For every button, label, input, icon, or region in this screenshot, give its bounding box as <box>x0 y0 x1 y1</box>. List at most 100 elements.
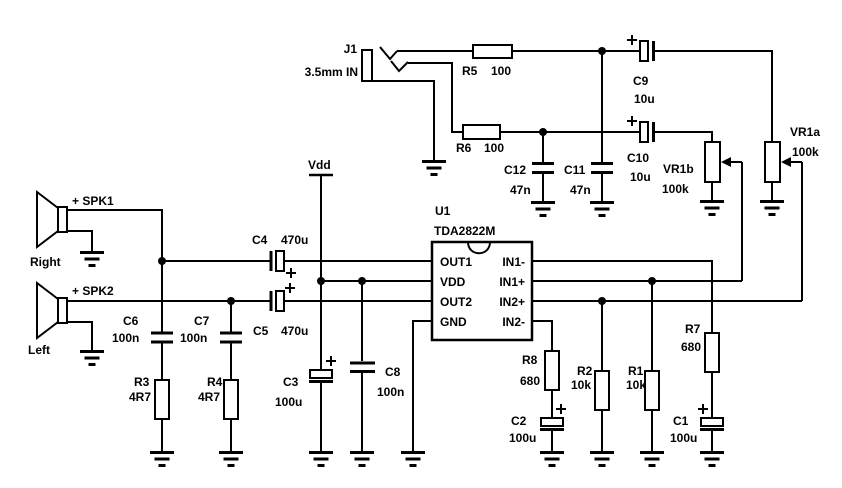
speaker-cone <box>36 189 59 250</box>
resistor-r7: R7 680 <box>681 322 720 373</box>
c3-value-label: 100u <box>275 395 302 409</box>
r3-value-label: 4R7 <box>129 390 151 404</box>
junction-dots <box>158 47 656 305</box>
jack-ref-label: J1 <box>344 42 358 56</box>
pot-wiper-arrow <box>781 157 791 167</box>
resistor-body <box>704 332 720 373</box>
vr1a-ref-label: VR1a <box>790 125 820 139</box>
polarity-plus-icon <box>627 116 637 126</box>
wire-in1-minus <box>532 260 713 451</box>
junction-dot <box>358 277 366 285</box>
capacitor-c1: C1 100u <box>670 404 724 445</box>
ground-symbol <box>420 160 448 176</box>
c11-ref-label: C11 <box>564 163 586 177</box>
resistor-body <box>154 379 170 420</box>
junction-dot <box>598 47 606 55</box>
capacitor-c3: C3 100u <box>275 356 336 409</box>
c4-value-label: 470u <box>281 233 308 247</box>
c9-ref-label: C9 <box>633 74 649 88</box>
vdd-flag: Vdd <box>308 158 333 177</box>
ground-symbol <box>529 201 557 217</box>
ground-symbol <box>638 451 666 467</box>
wire-jack-sleeve <box>362 80 435 160</box>
jack-j1: J1 3.5mm IN <box>305 42 409 82</box>
speaker-left: + SPK2 Left <box>28 280 114 357</box>
ic-pin-out2: OUT2 <box>440 295 472 309</box>
cap-plus-plate <box>309 369 333 379</box>
r4-ref-label: R4 <box>207 375 223 389</box>
c3-ref-label: C3 <box>283 375 299 389</box>
resistor-r8: R8 680 <box>520 350 560 391</box>
jack-body <box>361 49 373 82</box>
c5-value-label: 470u <box>281 324 308 338</box>
resistor-body <box>544 350 560 391</box>
capacitor-c12: C12 47n <box>504 162 554 197</box>
wire-vr1a-wiper <box>791 161 803 301</box>
polarity-plus-icon <box>286 268 296 278</box>
ground-symbol <box>348 451 376 467</box>
capacitor-c11: C11 47n <box>564 162 613 197</box>
capacitor-c9: C9 10u <box>627 35 655 106</box>
resistor-body <box>594 370 610 411</box>
r6-value-label: 100 <box>484 141 504 155</box>
vr1b-ref-label: VR1b <box>663 162 694 176</box>
resistor-r4: R4 4R7 <box>198 375 239 420</box>
r3-ref-label: R3 <box>134 375 150 389</box>
junction-dot <box>158 257 166 265</box>
wire-in1-plus <box>532 280 742 451</box>
pot-body <box>764 141 781 183</box>
polarity-plus-icon <box>627 35 637 45</box>
wire-gnd-pin <box>412 320 432 451</box>
wire-vr1b-wiper <box>731 161 743 281</box>
r7-ref-label: R7 <box>685 322 701 336</box>
r1-ref-label: R1 <box>628 364 644 378</box>
capacitor-c5: C5 470u <box>253 283 308 338</box>
r6-ref-label: R6 <box>456 141 472 155</box>
ic-notch <box>467 241 491 255</box>
capacitor-c6: C6 100n <box>112 314 173 345</box>
c12-ref-label: C12 <box>504 163 526 177</box>
c8-ref-label: C8 <box>385 365 401 379</box>
ground-symbol <box>217 451 245 467</box>
ground-symbol <box>588 201 616 217</box>
resistor-r3: R3 4R7 <box>129 375 170 420</box>
r5-ref-label: R5 <box>462 64 478 78</box>
c1-ref-label: C1 <box>673 414 689 428</box>
junction-dot <box>227 297 235 305</box>
r1-value-label: 10k <box>626 378 646 392</box>
wire-tip-input <box>397 50 773 142</box>
resistor-r6: R6 100 <box>456 124 504 155</box>
ground-symbol <box>588 451 616 467</box>
wire-spk1-neg <box>67 230 93 251</box>
resistor-body <box>223 379 239 420</box>
c12-value-label: 47n <box>510 183 531 197</box>
ic-pin-in2-plus: IN2+ <box>499 295 525 309</box>
cap-plus-plate <box>639 121 649 143</box>
wire-vdd-rail <box>320 175 432 451</box>
wires <box>67 50 803 451</box>
c6-value-label: 100n <box>112 331 139 345</box>
spk1-channel-label: Right <box>30 255 61 269</box>
ic-pin-out1: OUT1 <box>440 255 472 269</box>
wire-out1-net <box>67 209 432 333</box>
r8-value-label: 680 <box>520 374 540 388</box>
capacitor-c7: C7 100n <box>180 314 242 345</box>
speaker-driver <box>57 206 68 233</box>
pot-vr1b: VR1b 100k <box>662 141 731 196</box>
c10-value-label: 10u <box>630 170 651 184</box>
resistor-body <box>644 370 660 411</box>
resistor-r5: R5 100 <box>462 44 513 78</box>
c11-value-label: 47n <box>570 183 591 197</box>
resistor-r2: R2 10k <box>571 364 610 411</box>
r2-ref-label: R2 <box>577 364 593 378</box>
resistor-r1: R1 10k <box>626 364 660 411</box>
c7-ref-label: C7 <box>194 314 210 328</box>
junction-dot <box>317 277 325 285</box>
r8-ref-label: R8 <box>522 353 538 367</box>
wire-in2-minus <box>532 320 553 451</box>
capacitor-c2: C2 100u <box>509 404 566 445</box>
pot-wiper-arrow <box>721 157 731 167</box>
ic-u1: U1 TDA2822M OUT1 VDD OUT2 GND IN1- IN1+ … <box>430 204 534 342</box>
